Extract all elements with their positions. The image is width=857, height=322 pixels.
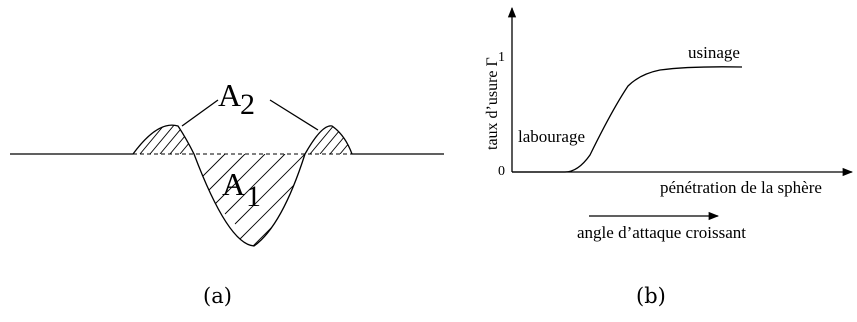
- panel-a: A 2 A 1 (a): [10, 77, 444, 308]
- tick-y-0: 0: [498, 164, 505, 179]
- label-a1-sub: 1: [246, 180, 261, 213]
- label-a2-letter: A: [218, 77, 241, 113]
- label-a1-letter: A: [222, 166, 245, 202]
- hatch-valley: [194, 154, 305, 246]
- wear-rate-curve: [512, 66, 743, 173]
- tick-y-1: 1: [498, 50, 505, 65]
- label-a2-sub: 2: [240, 88, 255, 121]
- hatch-right-bump: [309, 125, 352, 154]
- caption-b: (b): [636, 284, 666, 308]
- leader-a2-left: [181, 99, 219, 127]
- hatch-left-bump: [139, 125, 194, 154]
- caption-a: (a): [203, 284, 232, 308]
- label-a1: A 1: [222, 166, 261, 213]
- x-axis-label: pénétration de la sphère: [660, 178, 822, 197]
- label-labourage: labourage: [518, 127, 585, 146]
- label-angle: angle d’attaque croissant: [577, 223, 746, 242]
- y-axis-label: taux d’usure Γ: [484, 57, 501, 150]
- surface-profile: [10, 124, 444, 247]
- label-usinage: usinage: [688, 43, 740, 62]
- label-a2: A 2: [218, 77, 255, 121]
- leader-a2-right: [269, 99, 319, 131]
- panel-b: taux d’usure Γ 1 0 labourage usinage pén…: [484, 6, 854, 308]
